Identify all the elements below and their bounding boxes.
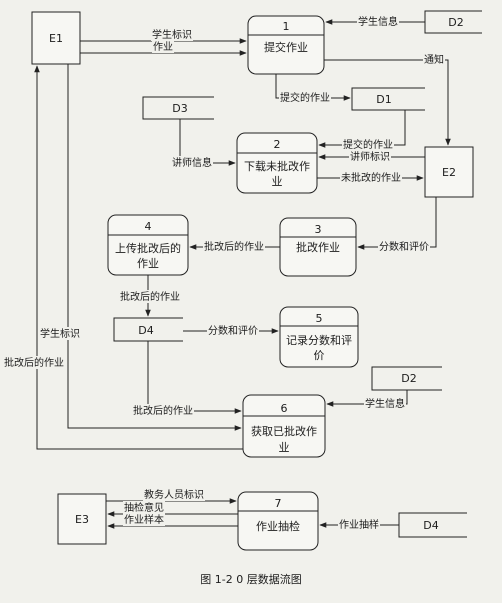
flow-score-eval-e2-p3: 分数和评价 — [357, 197, 437, 253]
store-d3: D3 — [142, 96, 214, 120]
flow-ungraded-p2-e2: 未批改的作业 — [317, 171, 424, 184]
flow-hw-sample-p7-e3: 作业样本 — [107, 513, 238, 529]
svg-text:分数和评价: 分数和评价 — [379, 240, 429, 253]
flow-student-info-d2-p1: 学生信息 — [325, 15, 425, 28]
flow-student-id-e1-p6: 学生标识 — [39, 64, 242, 431]
svg-text:作业抽样: 作业抽样 — [339, 518, 379, 531]
svg-text:学生标识: 学生标识 — [40, 327, 80, 340]
process-6-name-line1: 获取已批改作 — [251, 424, 317, 438]
entity-e1: E1 — [31, 11, 81, 65]
store-d1-label: D1 — [376, 93, 391, 106]
svg-text:讲师信息: 讲师信息 — [172, 156, 212, 169]
process-3-number: 3 — [315, 223, 322, 236]
process-4-name-line2: 作业 — [137, 257, 159, 270]
flow-staff-id-e3-p7: 教务人员标识 — [106, 488, 237, 504]
entity-e1-label: E1 — [49, 32, 63, 45]
entity-e2: E2 — [424, 146, 474, 198]
process-6: 6 获取已批改作 业 — [242, 394, 326, 458]
flow-student-info-d2-p6: 学生信息 — [326, 390, 408, 410]
entity-e3: E3 — [57, 493, 107, 545]
svg-text:教务人员标识: 教务人员标识 — [144, 488, 204, 501]
svg-text:通知: 通知 — [424, 53, 444, 66]
process-2: 2 下载未批改作 业 — [236, 132, 318, 194]
entity-e2-label: E2 — [442, 166, 456, 179]
process-5: 5 记录分数和评 价 — [279, 306, 359, 368]
flow-score-eval-d4-p5: 分数和评价 — [183, 324, 279, 337]
process-4-number: 4 — [145, 220, 152, 233]
flow-teacher-id-e2-p2: 讲师标识 — [318, 150, 425, 163]
store-d2-bottom-label: D2 — [401, 372, 416, 385]
store-d2-top: D2 — [424, 10, 482, 34]
flow-submitted-d1-p2: 提交的作业 — [318, 110, 406, 151]
flow-graded-p6-e1: 批改后的作业 — [3, 65, 243, 450]
process-2-name-line2: 业 — [272, 175, 283, 188]
svg-text:提交的作业: 提交的作业 — [343, 138, 393, 151]
svg-text:批改后的作业: 批改后的作业 — [4, 356, 64, 369]
process-7: 7 作业抽检 — [237, 491, 319, 551]
flow-notify-p1-e2: 通知 — [324, 53, 451, 146]
process-4: 4 上传批改后的 作业 — [107, 214, 189, 276]
svg-text:批改后的作业: 批改后的作业 — [133, 404, 193, 417]
svg-text:分数和评价: 分数和评价 — [208, 324, 258, 337]
flow-graded-p4-d4: 批改后的作业 — [119, 275, 181, 317]
process-3: 3 批改作业 — [279, 217, 357, 277]
process-2-number: 2 — [274, 138, 281, 151]
entity-e3-label: E3 — [75, 513, 89, 526]
process-1-number: 1 — [283, 20, 290, 33]
flow-check-opinion-p7-e3: 抽检意见 — [107, 501, 238, 517]
svg-text:抽检意见: 抽检意见 — [124, 501, 164, 514]
process-6-number: 6 — [281, 402, 288, 415]
process-5-name-line1: 记录分数和评 — [286, 334, 352, 347]
svg-text:未批改的作业: 未批改的作业 — [341, 171, 401, 184]
svg-text:批改后的作业: 批改后的作业 — [204, 240, 264, 253]
flow-sampling-d4-p7: 作业抽样 — [319, 518, 399, 531]
store-d1: D1 — [351, 87, 425, 111]
store-d2-bottom: D2 — [371, 366, 442, 391]
flow-teacher-info-d3-p2: 讲师信息 — [171, 119, 236, 169]
process-2-name-line1: 下载未批改作 — [244, 159, 310, 173]
store-d2-top-label: D2 — [448, 16, 463, 29]
process-5-name-line2: 价 — [314, 349, 325, 362]
svg-text:讲师标识: 讲师标识 — [350, 150, 390, 163]
store-d4-bottom-label: D4 — [423, 519, 438, 532]
process-6-name-line2: 业 — [279, 441, 290, 454]
store-d4-mid-label: D4 — [138, 324, 153, 337]
store-d4-bottom: D4 — [398, 512, 467, 538]
process-5-number: 5 — [316, 312, 323, 325]
svg-text:学生信息: 学生信息 — [358, 15, 398, 28]
process-4-name-line1: 上传批改后的 — [115, 241, 181, 255]
process-7-name: 作业抽检 — [256, 519, 300, 533]
flow-student-id-e1-p1: 学生标识 — [80, 28, 247, 44]
svg-text:批改后的作业: 批改后的作业 — [120, 290, 180, 303]
figure-caption: 图 1-2 0 层数据流图 — [200, 572, 301, 586]
flow-graded-p3-p4: 批改后的作业 — [189, 240, 280, 253]
process-1: 1 提交作业 — [247, 15, 325, 75]
flow-homework-e1-p1: 作业 — [80, 41, 247, 56]
process-3-name: 批改作业 — [296, 240, 340, 254]
store-d3-label: D3 — [172, 102, 187, 115]
svg-text:提交的作业: 提交的作业 — [280, 91, 330, 104]
svg-text:作业: 作业 — [153, 41, 173, 53]
svg-text:作业样本: 作业样本 — [124, 513, 164, 526]
process-7-number: 7 — [275, 497, 282, 510]
svg-text:学生标识: 学生标识 — [152, 28, 192, 41]
svg-text:学生信息: 学生信息 — [365, 397, 405, 410]
flow-submitted-p1-d1: 提交的作业 — [275, 74, 351, 104]
flow-graded-d4-p6: 批改后的作业 — [132, 341, 242, 417]
process-1-name: 提交作业 — [264, 40, 308, 54]
store-d4-mid: D4 — [113, 317, 183, 342]
